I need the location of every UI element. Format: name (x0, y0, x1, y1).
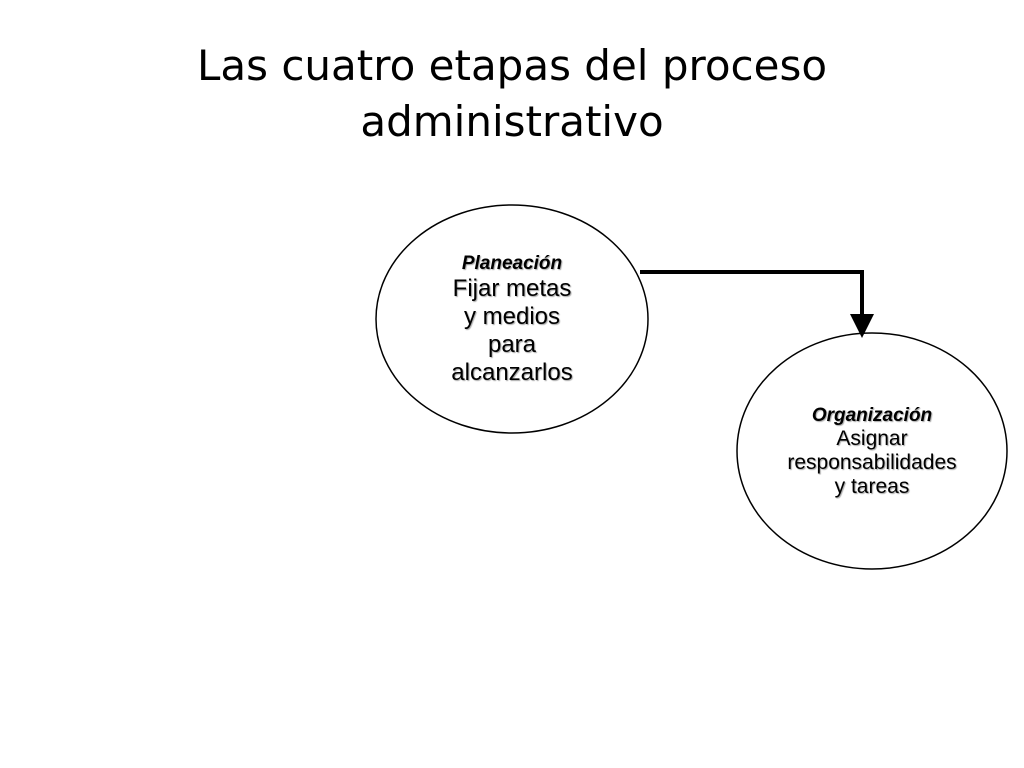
organizacion-heading: Organización (811, 404, 933, 426)
connector-planeacion-to-organizacion (640, 270, 874, 338)
slide-title-line-1: Las cuatro etapas del proceso (196, 41, 828, 90)
organizacion-text: Asignar responsabilidades y tareas (787, 426, 957, 498)
planeacion-ellipse (375, 204, 649, 434)
planeacion-heading: Planeación (461, 252, 563, 274)
slide-title-line-2: administrativo (360, 97, 664, 146)
slide-title: Las cuatro etapas del proceso administra… (0, 38, 1024, 150)
organizacion-node: Organización Asignar responsabilidades y… (736, 333, 1008, 570)
planeacion-text: Fijar metas y medios para alcanzarlos (451, 274, 573, 386)
planeacion-node: Planeación Fijar metas y medios para alc… (375, 205, 649, 434)
